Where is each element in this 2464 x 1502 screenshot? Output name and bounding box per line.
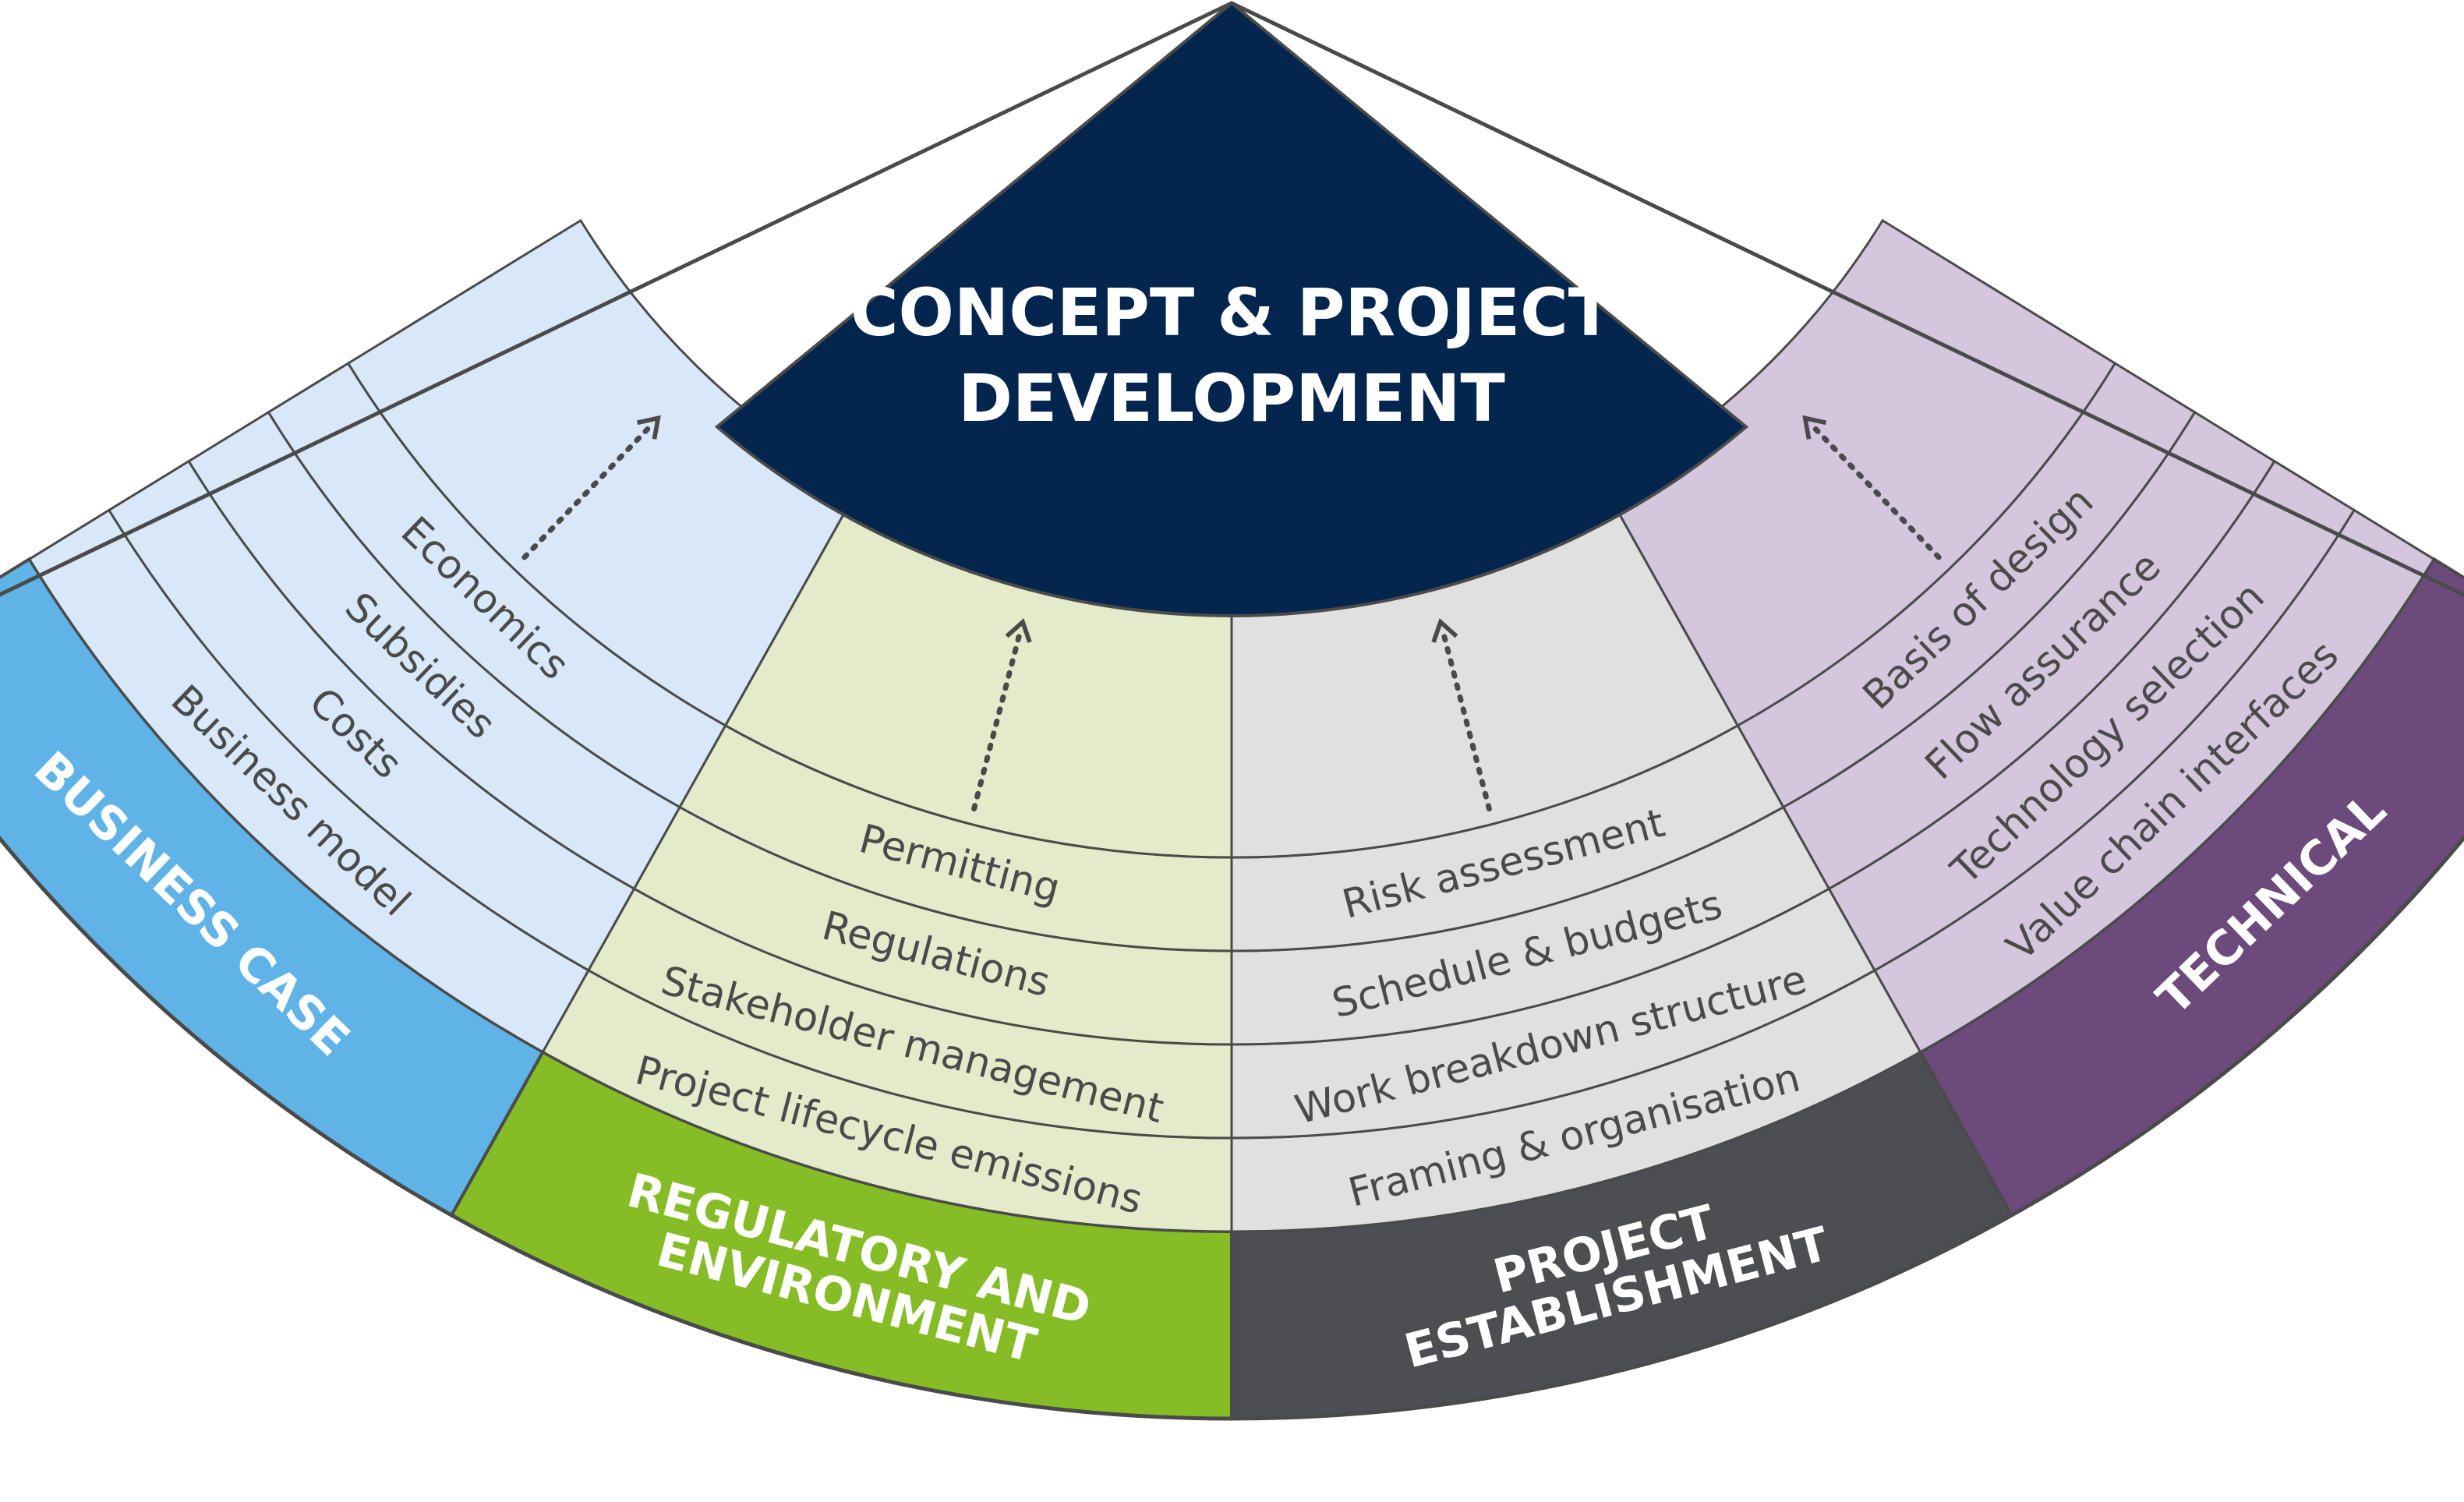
page-title: DEVELOPMENT (958, 360, 1505, 436)
fan-outline (0, 1, 2464, 1421)
page-title: CONCEPT & PROJECT (850, 274, 1613, 351)
center-cap (714, 1, 1749, 617)
center-cap-shape (714, 1, 1749, 617)
